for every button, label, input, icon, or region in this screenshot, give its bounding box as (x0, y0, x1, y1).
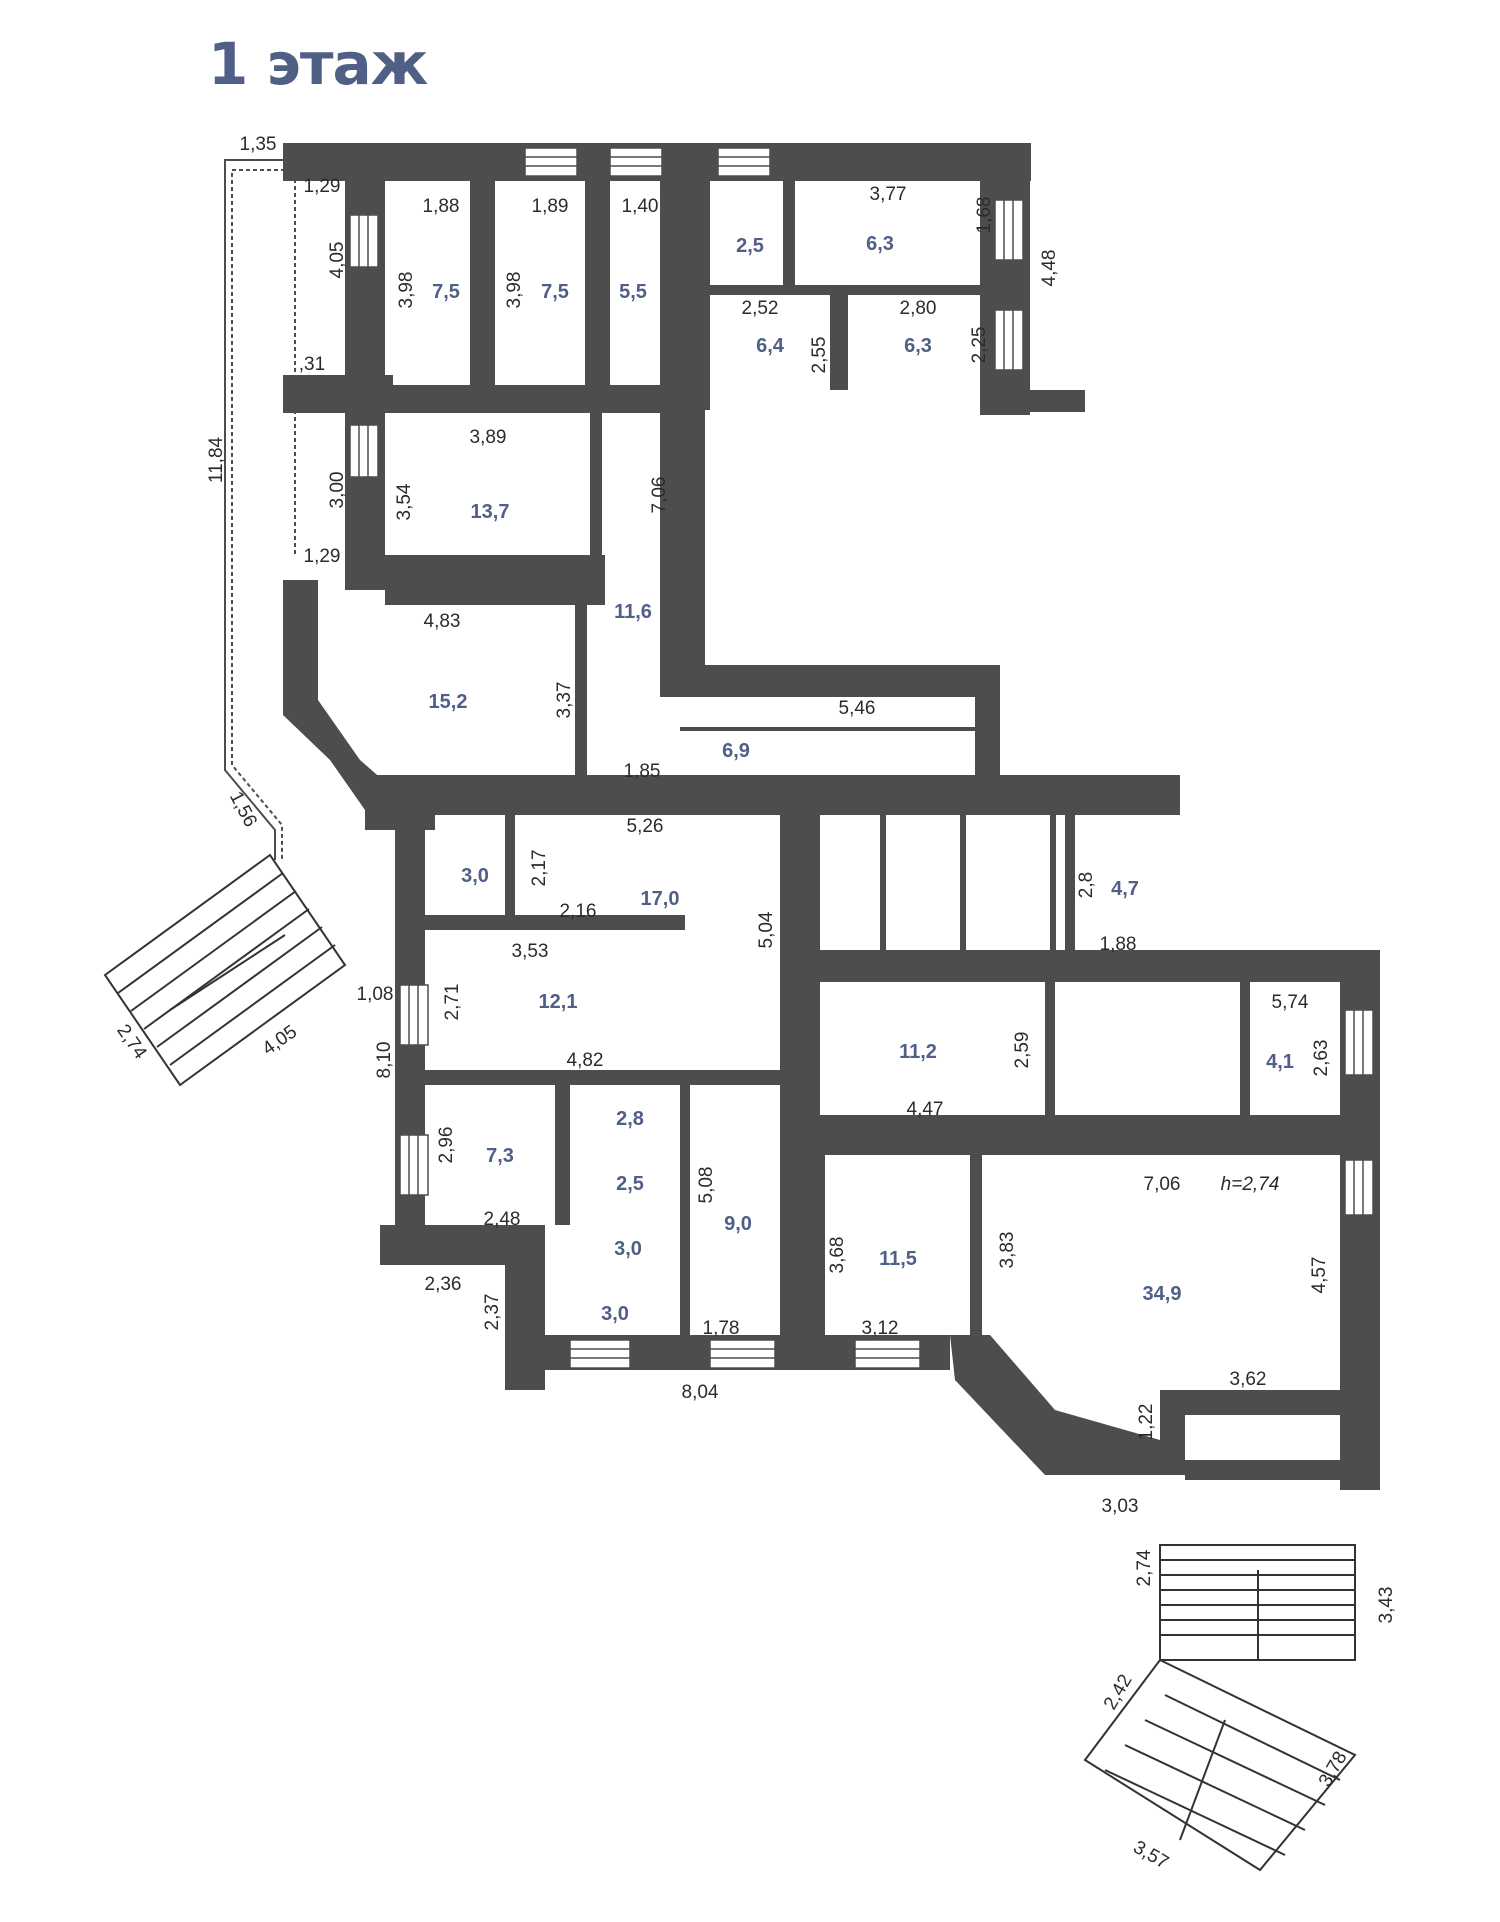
dimension: 4,05 (259, 1021, 301, 1059)
dimension: 1,29 (304, 546, 341, 567)
dimension: ,31 (299, 354, 325, 375)
dimension: 8,04 (682, 1382, 719, 1403)
dimension: 4,48 (1039, 250, 1060, 287)
dimension: 3,68 (827, 1237, 848, 1274)
dimension: 5,26 (627, 816, 664, 837)
right-porch-staircase (1083, 1544, 1357, 1872)
dimension: 1,78 (703, 1318, 740, 1339)
room-area: 2,5 (736, 235, 764, 257)
dimension: 1,35 (240, 134, 277, 155)
dimension: 3,57 (1129, 1837, 1172, 1874)
dimension: 2,74 (1134, 1549, 1155, 1586)
room-area: 2,5 (616, 1173, 644, 1195)
windows (349, 147, 1374, 1369)
dimension: 1,56 (225, 788, 261, 831)
dimension: 2,17 (529, 850, 550, 887)
dimension: 1,89 (532, 196, 569, 217)
room-area: 3,0 (601, 1303, 629, 1325)
dimension: 2,37 (482, 1294, 503, 1331)
balcony-outline (224, 159, 296, 860)
dimension: 1,29 (304, 176, 341, 197)
dimension: 3,37 (554, 682, 575, 719)
dimension: 3,98 (504, 272, 525, 309)
room-area: 13,7 (471, 501, 510, 523)
room-area: 4,7 (1111, 878, 1139, 900)
room-area: 12,1 (539, 991, 578, 1013)
dimension: 2,96 (436, 1127, 457, 1164)
room-area: 6,3 (904, 335, 932, 357)
room-area: 3,0 (461, 865, 489, 887)
dimension: 4,57 (1309, 1257, 1330, 1294)
dimension: 11,84 (206, 437, 227, 484)
dimension: 4,83 (424, 611, 461, 632)
dimension: 5,74 (1272, 992, 1309, 1013)
dimension: 3,00 (327, 472, 348, 509)
dimension: 8,10 (374, 1042, 395, 1079)
dimension-labels: 1,88 1,89 1,40 3,77 2,52 2,80 3,89 4,83 … (112, 134, 1397, 1874)
dimension: 2,48 (484, 1209, 521, 1230)
dimension: 7,06 (1144, 1174, 1181, 1195)
dimension: 3,12 (862, 1318, 899, 1339)
dimension: 1,08 (357, 984, 394, 1005)
room-area: 34,9 (1143, 1283, 1182, 1305)
dimension: 2,63 (1311, 1040, 1332, 1077)
dimension: 1,68 (974, 197, 995, 234)
room-area: 7,3 (486, 1145, 514, 1167)
dimension: 1,88 (423, 196, 460, 217)
dimension: 3,83 (997, 1232, 1018, 1269)
dimension: 4,05 (327, 242, 348, 279)
dimension: 2,80 (900, 298, 937, 319)
room-area: 3,0 (614, 1238, 642, 1260)
dimension: 5,08 (696, 1167, 717, 1204)
dimension: 3,54 (394, 483, 415, 520)
dimension: 3,53 (512, 941, 549, 962)
dimension: 2,36 (425, 1274, 462, 1295)
dimension: 3,43 (1376, 1587, 1397, 1624)
room-area: 7,5 (541, 281, 569, 303)
room-area: 15,2 (429, 691, 468, 713)
room-area: 6,9 (722, 740, 750, 762)
room-area: 17,0 (641, 888, 680, 910)
dimension: 1,88 (1100, 934, 1137, 955)
dimension: 2,25 (969, 327, 990, 364)
dimension: 2,8 (1076, 872, 1097, 898)
dimension: 2,71 (442, 984, 463, 1021)
page-title: 1 этаж (208, 30, 428, 98)
dimension: 1,22 (1136, 1404, 1157, 1441)
dimension: 1,40 (622, 196, 659, 217)
dimension: 2,52 (742, 298, 779, 319)
dimension: 5,46 (839, 698, 876, 719)
dimension: 1,85 (624, 761, 661, 782)
room-area: 6,4 (756, 335, 785, 357)
dimension: 3,89 (470, 427, 507, 448)
room-area: 7,5 (432, 281, 460, 303)
dimension: 3,62 (1230, 1369, 1267, 1390)
room-area: 11,2 (899, 1041, 937, 1063)
room-area: 11,6 (614, 601, 652, 623)
room-area: 11,5 (879, 1248, 917, 1270)
room-area: 5,5 (619, 281, 647, 303)
dimension: 2,59 (1012, 1032, 1033, 1069)
dimension: 4,82 (567, 1050, 604, 1071)
dimension: 4,47 (907, 1099, 944, 1120)
dimension: 3,77 (870, 184, 907, 205)
room-area: 2,8 (616, 1108, 644, 1130)
dimension: 3,03 (1102, 1496, 1139, 1517)
dimension: 3,98 (396, 272, 417, 309)
ceiling-height: h=2,74 (1221, 1174, 1280, 1195)
dimension: 2,55 (809, 337, 830, 374)
dimension: 5,04 (756, 911, 777, 948)
dimension: 2,16 (560, 901, 597, 922)
room-area: 6,3 (866, 233, 894, 255)
room-area-labels: 7,5 7,5 5,5 2,5 6,3 6,4 6,3 13,7 11,6 15… (429, 233, 1294, 1325)
room-area: 9,0 (724, 1213, 752, 1235)
left-staircase (103, 853, 347, 1087)
dimension: 7,06 (649, 477, 670, 514)
room-area: 4,1 (1266, 1051, 1294, 1073)
